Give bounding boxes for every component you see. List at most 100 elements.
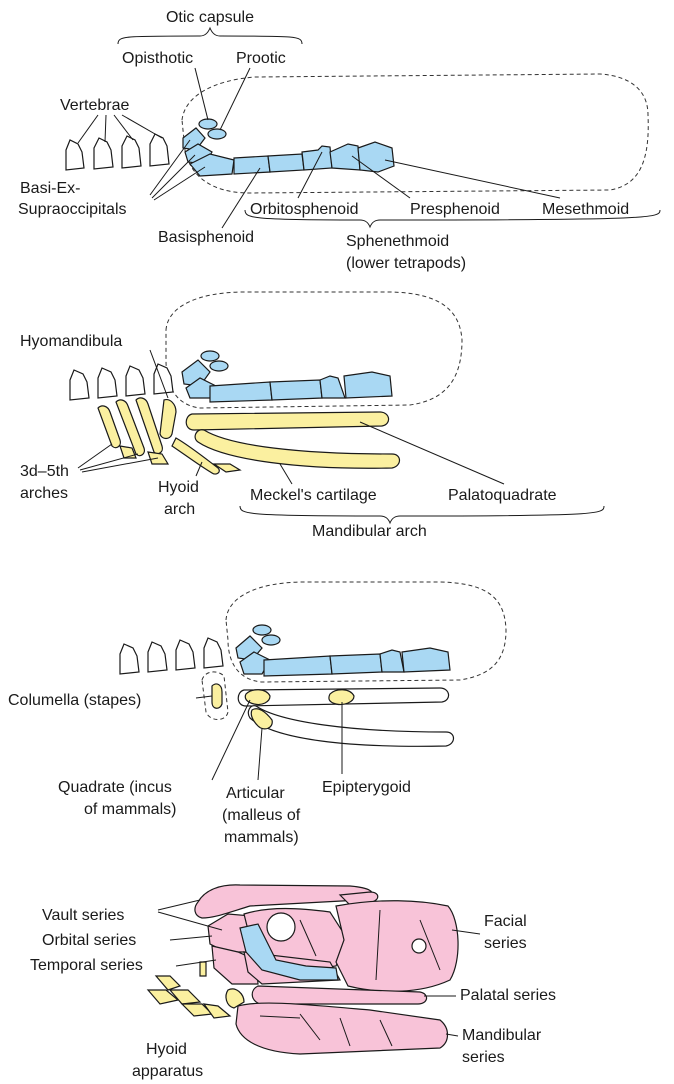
articular-bone: [251, 709, 272, 729]
otic-bone: [253, 625, 271, 635]
otic-capsule-brace: [118, 28, 302, 44]
panel-dermal-bones: Vault series Orbital series Temporal ser…: [30, 885, 556, 1080]
vertebra: [126, 366, 145, 396]
vertebra: [70, 370, 89, 400]
meckels-leader: [280, 464, 292, 484]
vertebra: [122, 136, 141, 168]
orbital-series-label: Orbital series: [42, 932, 136, 949]
otic-bone: [201, 351, 219, 361]
panel-visceral-arches: Hyomandibula 3d–5th arches Hyoid arch Me…: [20, 292, 604, 540]
hyomandibula-label: Hyomandibula: [20, 333, 122, 350]
mesethmoid-leader: [385, 160, 560, 198]
basal-bone: [380, 650, 404, 672]
panel-neurocranium: Otic capsule Opisthotic Prootic Vertebra…: [18, 9, 660, 272]
epipterygoid-bone: [329, 690, 354, 705]
basal-bone: [210, 382, 272, 402]
basi-ex-label: Basi-Ex-: [20, 180, 80, 197]
mesethmoid-label: Mesethmoid: [542, 201, 629, 218]
hyomandibula-bone: [160, 400, 176, 439]
mandible-outline: [248, 706, 453, 747]
head-outline: [182, 74, 648, 193]
palatoquadrate-bone: [186, 412, 388, 430]
parietal-foramen: [267, 913, 295, 941]
arches-leader: [82, 458, 158, 472]
articular-leader: [258, 728, 262, 780]
presphenoid-label: Presphenoid: [410, 201, 500, 218]
quadrate-label-1: Quadrate (incus: [58, 779, 172, 796]
hyoid-apparatus-label-1: Hyoid: [146, 1041, 187, 1058]
vertebra: [150, 134, 169, 166]
mandibular-label-2: series: [462, 1049, 505, 1066]
orbitosphenoid-label: Orbitosphenoid: [250, 201, 359, 218]
opisthotic-label: Opisthotic: [122, 50, 193, 67]
arches-leader: [78, 444, 112, 468]
mandibular-arch-label: Mandibular arch: [312, 523, 427, 540]
dermal-skull: [195, 885, 458, 1054]
vertebra: [94, 138, 113, 169]
meckels-cartilage-bone: [195, 430, 399, 469]
vault-leader: [158, 900, 200, 910]
vertebrae-group: [120, 638, 223, 674]
facial-label-2: series: [484, 935, 527, 952]
temporal-series-label: Temporal series: [30, 957, 143, 974]
basisphenoid-bone: [234, 156, 270, 174]
opisthotic-leader: [195, 68, 208, 120]
arches-leader: [80, 454, 138, 470]
vertebrae-leader: [114, 115, 133, 140]
palatal-series-label: Palatal series: [460, 987, 556, 1004]
articular-label-2: (malleus of: [222, 807, 301, 824]
otic-bone: [210, 361, 228, 371]
vertebrae-leader: [78, 115, 98, 143]
vertebrae-label: Vertebrae: [60, 97, 129, 114]
mandibular-label-1: Mandibular: [462, 1027, 542, 1044]
panel-ear-ossicles: Columella (stapes) Quadrate (incus of ma…: [8, 582, 506, 846]
basisphenoid-leader: [222, 168, 260, 228]
basal-bone: [320, 376, 345, 398]
quadrate-label-2: of mammals): [84, 801, 176, 818]
otic-bone: [262, 635, 280, 645]
occipital-leader: [154, 167, 205, 200]
vertebrae-leader: [105, 115, 106, 142]
basal-bone: [270, 380, 322, 400]
neurocranium-bones: [183, 119, 394, 176]
hyoid-arch-label: arch: [164, 501, 195, 518]
vertebra: [98, 368, 117, 398]
nostril: [412, 939, 426, 953]
neurocranium-bones: [182, 351, 392, 402]
palatoquadrate-leader: [360, 422, 504, 484]
arches-label: arches: [20, 485, 68, 502]
facial-label-1: Facial: [484, 913, 527, 930]
basisphenoid-label: Basisphenoid: [158, 229, 254, 246]
sphenethmoid-label: Sphenethmoid: [346, 233, 449, 250]
columella-label: Columella (stapes): [8, 692, 141, 709]
vault-series-label: Vault series: [42, 907, 124, 924]
prootic-bone: [208, 129, 226, 139]
quadrate-leader: [212, 700, 250, 780]
vertebra: [204, 638, 223, 668]
supraoccipitals-label: Supraoccipitals: [18, 201, 127, 218]
orbital-leader: [170, 936, 212, 940]
palatoquadrate-label: Palatoquadrate: [448, 487, 557, 504]
hyoid-apparatus-label-2: apparatus: [132, 1063, 203, 1080]
hyoid-bone: [156, 976, 180, 990]
presphenoid-bone: [330, 144, 360, 170]
prootic-label: Prootic: [236, 50, 286, 67]
mesethmoid-bone: [358, 142, 394, 172]
epipterygoid-label: Epipterygoid: [322, 779, 411, 796]
vertebra: [66, 140, 84, 170]
basal-bone: [402, 648, 450, 672]
meckels-label: Meckel's cartilage: [250, 487, 377, 504]
otic-capsule-label: Otic capsule: [166, 9, 254, 26]
vertebra: [120, 644, 139, 674]
vertebra: [148, 642, 167, 672]
articular-label-3: mammals): [224, 829, 299, 846]
facial-bone: [336, 901, 458, 992]
hyoid-label: Hyoid: [158, 479, 199, 496]
visceral-arches: [98, 398, 400, 474]
basisphenoid-bone-2: [268, 154, 304, 172]
lower-tetrapods-label: (lower tetrapods): [346, 255, 466, 272]
opisthotic-bone: [199, 119, 217, 129]
mandibular-arch-brace: [240, 506, 604, 523]
basal-bone: [264, 656, 332, 676]
